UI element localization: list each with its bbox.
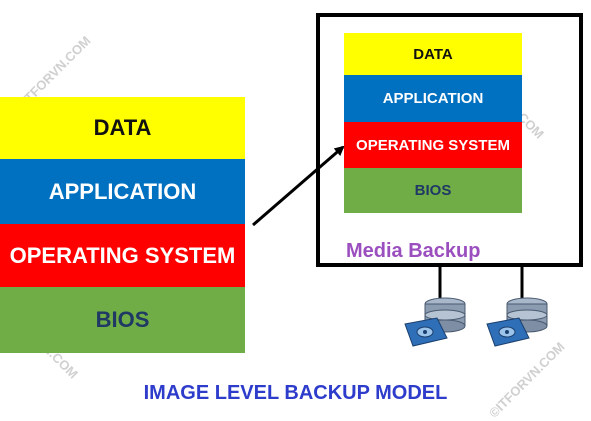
backup-layer-application: APPLICATION — [344, 75, 522, 122]
source-layer-operating-system: OPERATING SYSTEM — [0, 224, 245, 287]
hard-drive-icon — [404, 297, 466, 347]
backup-layer-data: DATA — [344, 33, 522, 75]
hard-drive-icon — [486, 297, 548, 347]
source-layer-data: DATA — [0, 97, 245, 159]
backup-layer-operating-system: OPERATING SYSTEM — [344, 122, 522, 168]
arrow-icon — [252, 145, 345, 227]
source-layer-application: APPLICATION — [0, 159, 245, 224]
media-backup-label: Media Backup — [346, 240, 481, 262]
backup-layer-bios: BIOS — [344, 168, 522, 213]
diagram-caption: IMAGE LEVEL BACKUP MODEL — [143, 382, 448, 404]
source-layer-bios: BIOS — [0, 287, 245, 353]
media-backup-box — [316, 13, 583, 267]
